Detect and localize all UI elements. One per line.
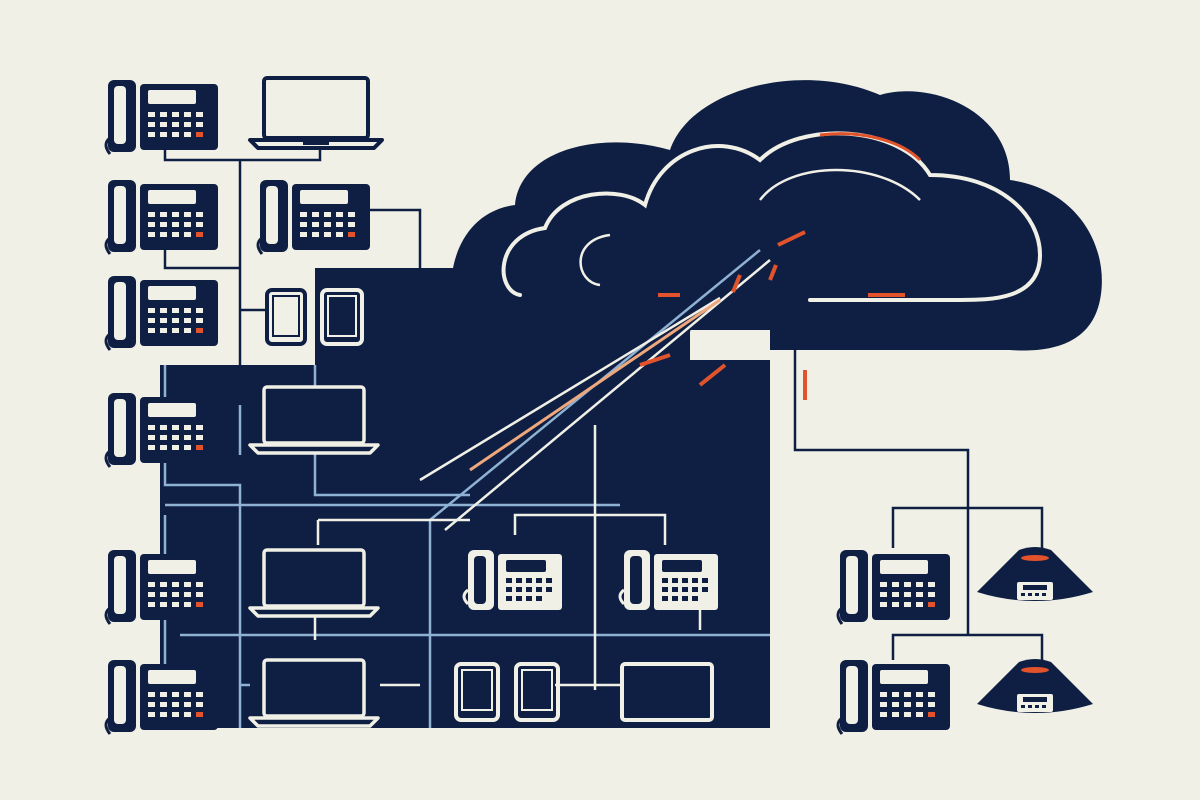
desk-phone-icon: [104, 178, 220, 256]
desk-phone-icon: [104, 274, 220, 352]
desk-phone-icon: [836, 658, 952, 736]
desk-phone-icon: [104, 391, 220, 469]
desk-phone-icon: [104, 78, 220, 156]
cloud-link-highlights: [469, 230, 905, 472]
desk-phone-icon: [104, 548, 220, 626]
desk-phone-icon: [618, 548, 720, 612]
desk-phone-icon: [256, 178, 372, 256]
desk-phone-icon: [462, 548, 564, 612]
desk-phone-icon: [104, 658, 220, 736]
laptop-icon: [248, 76, 384, 150]
mobile-phone-icon: [265, 288, 307, 346]
desk-phone-icon: [836, 548, 952, 626]
laptop-icon: [248, 385, 380, 455]
connection-lines-right: [793, 300, 1044, 660]
cloud-icon: [451, 80, 1102, 351]
laptop-icon: [248, 658, 380, 728]
connection-lines-light: [163, 249, 770, 728]
mobile-phone-icon: [320, 288, 364, 346]
conference-phone-icon: [977, 659, 1093, 713]
monitor-icon: [620, 662, 714, 722]
conference-phone-icon: [977, 547, 1093, 601]
laptop-icon: [248, 548, 380, 618]
